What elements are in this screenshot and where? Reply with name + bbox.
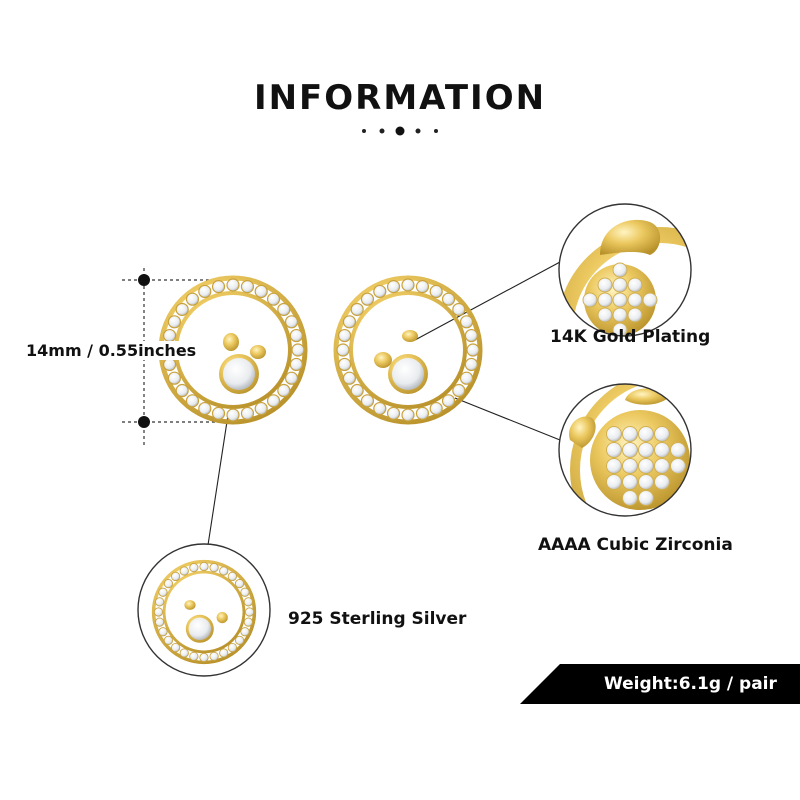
weight-label: Weight:6.1g / pair: [604, 674, 777, 694]
page-title: INFORMATION: [253, 78, 547, 118]
dot-divider-icon: [362, 126, 438, 136]
weight-banner: [520, 664, 800, 704]
plating-label: 14K Gold Plating: [550, 327, 711, 347]
magnifier-sterling-silver: [137, 543, 271, 677]
leader-lines: [207, 261, 561, 546]
magnifier-cubic-zirconia: [558, 383, 692, 517]
zirconia-label: AAAA Cubic Zirconia: [538, 535, 733, 555]
dimension-label: 14mm / 0.55inches: [24, 341, 199, 360]
right-earring: [333, 275, 483, 425]
silver-label: 925 Sterling Silver: [288, 609, 467, 629]
